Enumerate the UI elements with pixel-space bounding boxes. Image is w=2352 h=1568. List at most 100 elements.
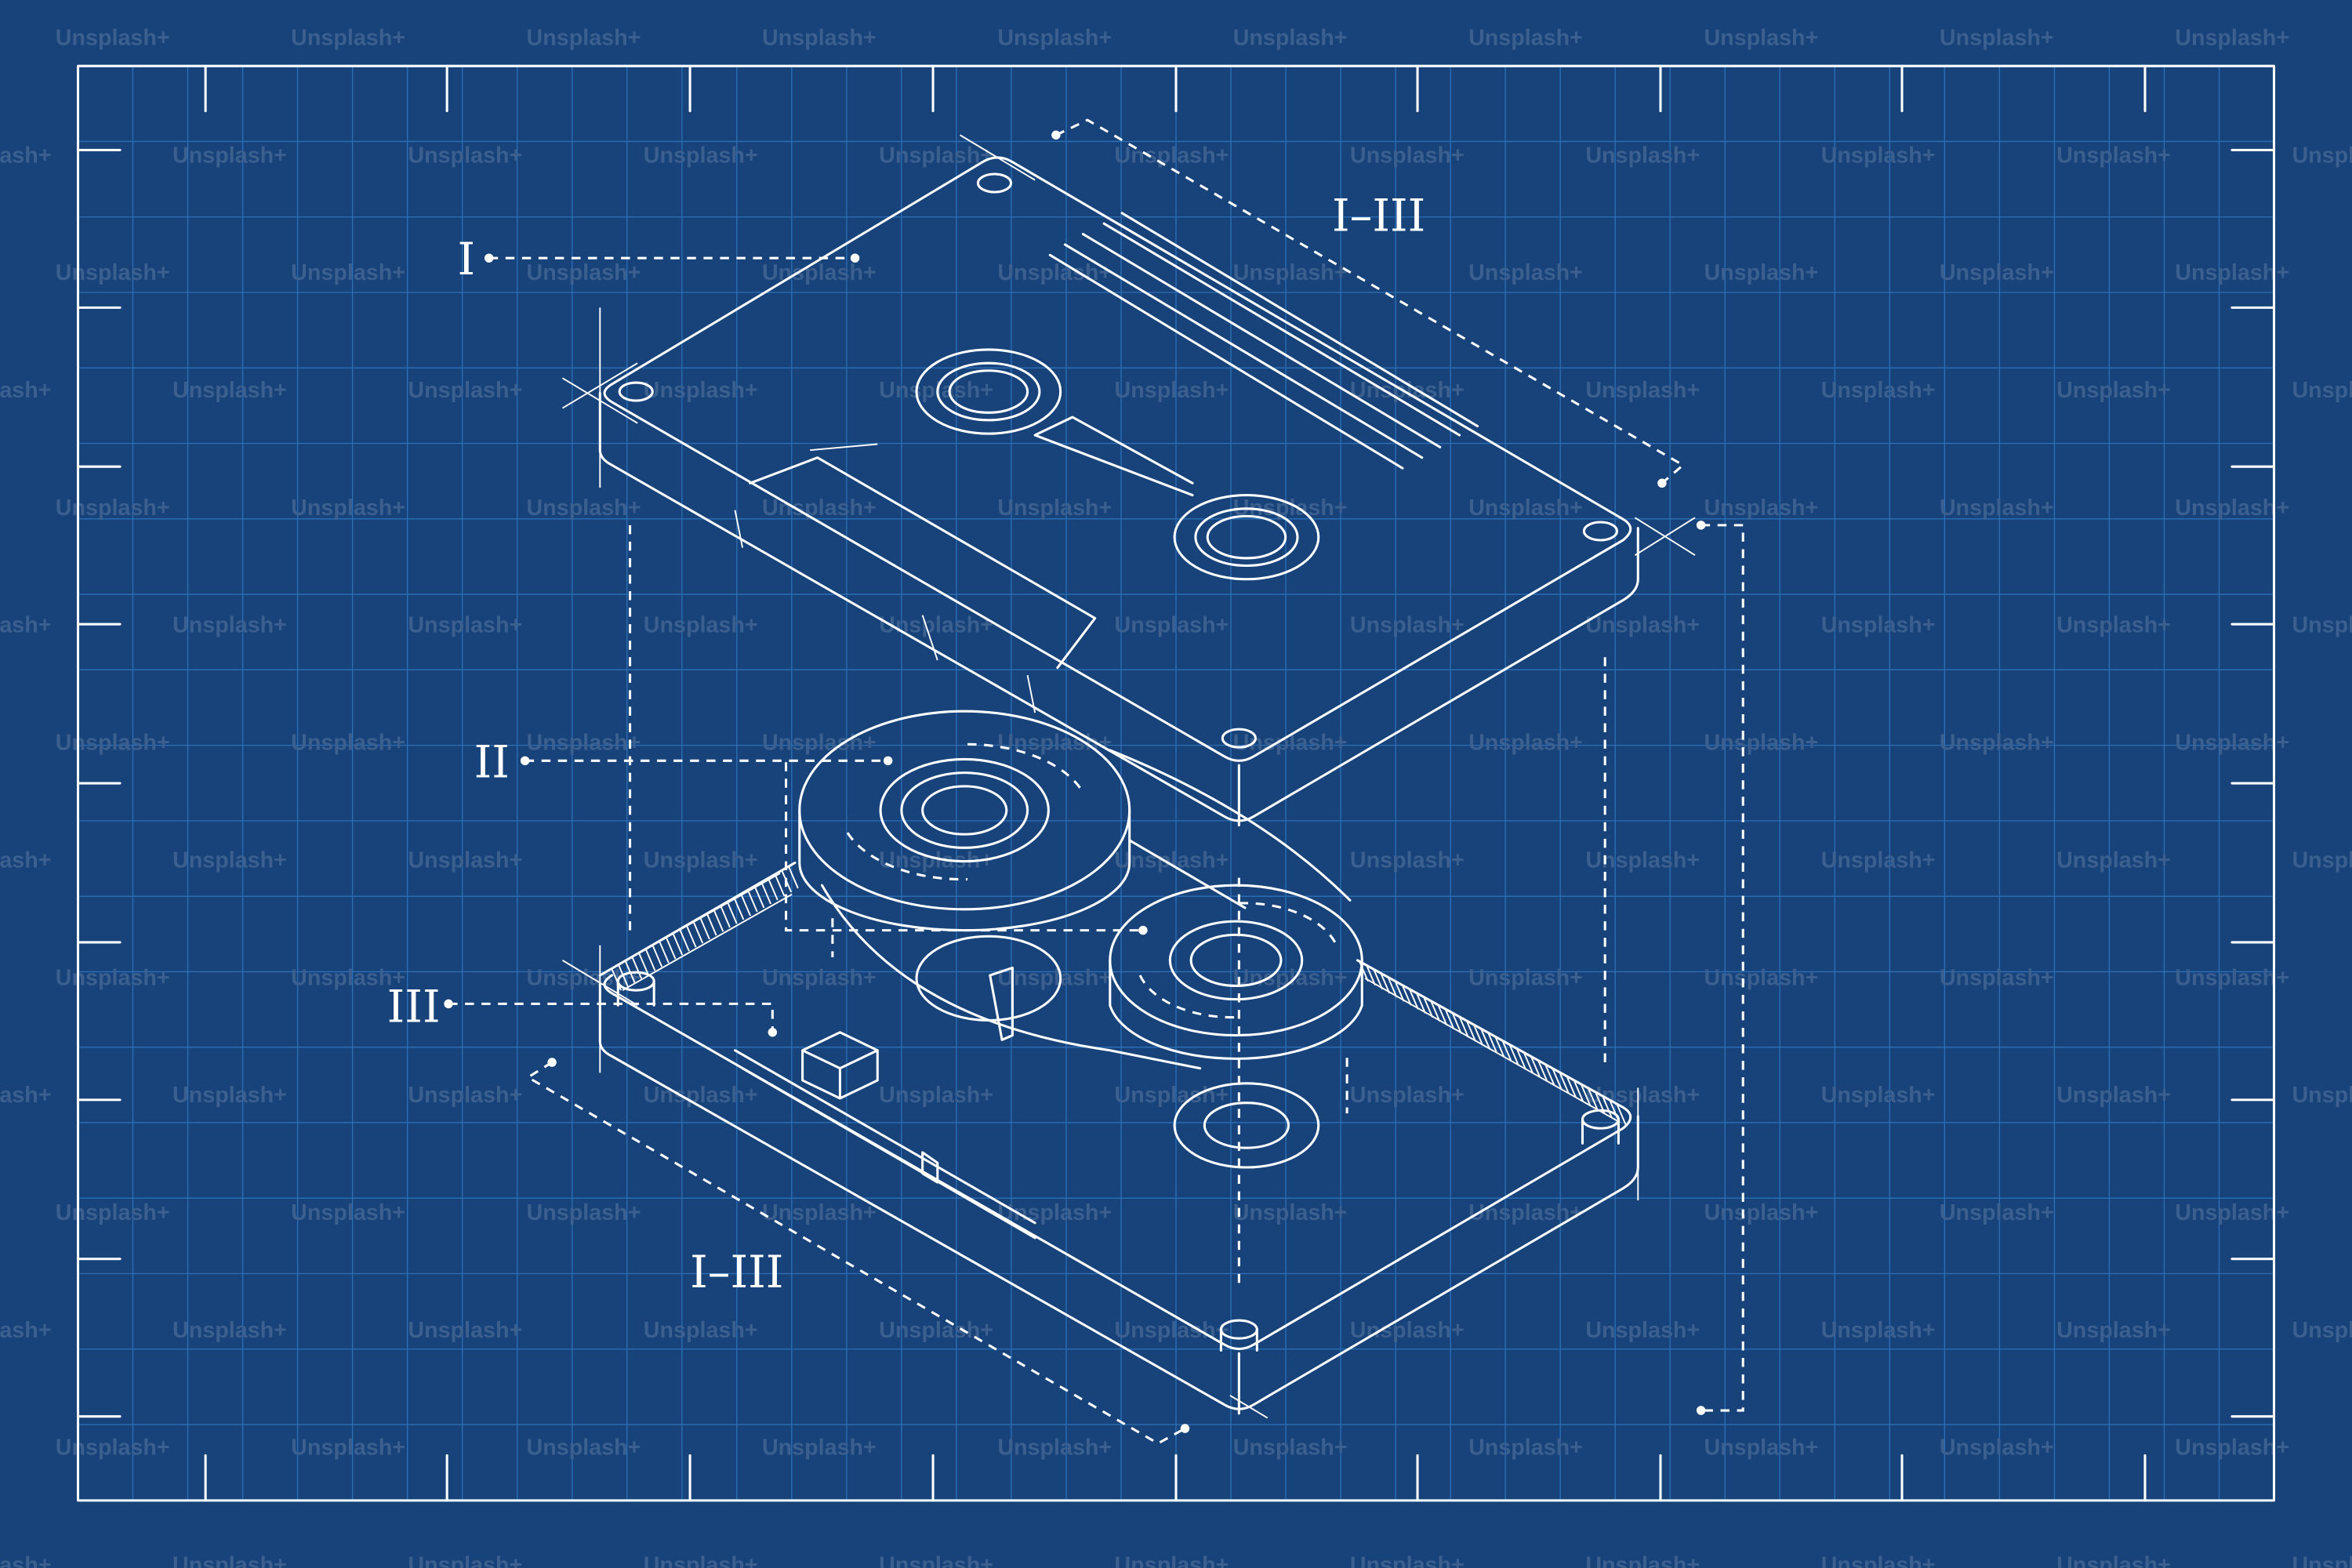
watermark-text: Unsplash+ [1940,25,2054,50]
watermark-text: Unsplash+ [1940,1436,2054,1461]
watermark-text: Unsplash+ [527,731,641,756]
watermark-text: Unsplash+ [408,378,522,403]
watermark-text: Unsplash+ [879,1553,993,1568]
watermark-text: Unsplash+ [1115,613,1229,638]
watermark-text: Unsplash+ [1704,1436,1818,1461]
frame-ticks [76,64,2276,1502]
hatch-line [638,953,649,975]
hatch-line [747,890,758,913]
watermark-text: Unsplash+ [762,1200,877,1225]
watermark-text: Unsplash+ [2292,143,2352,168]
watermark-text: Unsplash+ [2292,1553,2352,1568]
watermark-text: Unsplash+ [1468,1200,1583,1225]
hatch-line [686,925,697,948]
hatch-line [1523,1051,1534,1074]
hatch-line [699,917,710,940]
watermark-text: Unsplash+ [997,1436,1112,1461]
tape-reels [798,710,1363,1070]
hatch-line [1379,971,1391,994]
grid [78,66,2275,1501]
label-part-2: II [474,735,510,788]
watermark-text: Unsplash+ [1940,1200,2054,1225]
watermark-text: Unsplash+ [1704,495,1818,521]
leader-lines [444,118,1744,1445]
hatch-line [760,882,772,905]
watermark-text: Unsplash+ [1585,613,1700,638]
label-part-3: III [387,980,441,1033]
hatch-line [1429,1000,1441,1022]
watermark-text: Unsplash+ [1704,1200,1818,1225]
hatch-line [768,878,779,901]
watermark-text: Unsplash+ [2175,260,2289,285]
watermark-text: Unsplash+ [1585,143,1700,168]
hatch-line [1479,1028,1491,1050]
hatch-line [1544,1064,1555,1086]
watermark-text: Unsplash+ [1468,260,1583,285]
watermark-text: Unsplash+ [879,378,993,403]
watermark-text: Unsplash+ [172,143,287,168]
label-range-top: I–III [1332,190,1425,242]
watermark-text: Unsplash+ [1350,613,1465,638]
watermark-text: Unsplash+ [291,260,405,285]
watermark-text: Unsplash+ [1585,378,1700,403]
cassette-top-shell [561,134,1696,827]
hatch-line [611,968,622,991]
watermark-text: Unsplash+ [644,378,758,403]
watermark-text: Unsplash+ [762,260,877,285]
watermark-text: Unsplash+ [0,1318,51,1343]
watermark-text: Unsplash+ [0,613,51,638]
watermark-text: Unsplash+ [291,495,405,521]
watermark-text: Unsplash+ [1233,260,1348,285]
watermark-text: Unsplash+ [1468,1436,1583,1461]
hatch-line [1566,1076,1577,1098]
watermark-text: Unsplash+ [879,613,993,638]
watermark-text: Unsplash+ [762,965,877,990]
watermark-text: Unsplash+ [408,1083,522,1108]
watermark-text: Unsplash+ [2175,495,2289,521]
watermark-text: Unsplash+ [997,1200,1112,1225]
watermark-text: Unsplash+ [0,378,51,403]
watermark-text: Unsplash+ [2175,965,2289,990]
watermark-text: Unsplash+ [2056,848,2171,873]
watermark-text: Unsplash+ [56,495,170,521]
watermark-text: Unsplash+ [172,1553,287,1568]
watermark-text: Unsplash+ [997,965,1112,990]
hatch-line [1458,1015,1469,1038]
watermark-text: Unsplash+ [1350,1553,1465,1568]
watermark-text: Unsplash+ [2056,1083,2171,1108]
watermark-text: Unsplash+ [527,1200,641,1225]
watermark-text: Unsplash+ [2292,848,2352,873]
watermark-text: Unsplash+ [1350,848,1465,873]
watermark-text: Unsplash+ [172,613,287,638]
watermark-text: Unsplash+ [1233,1200,1348,1225]
watermark-text: Unsplash+ [2056,613,2171,638]
watermark-text: Unsplash+ [2056,1318,2171,1343]
hatch-line [652,945,663,967]
watermark-text: Unsplash+ [1468,25,1583,50]
hatch-line [1451,1011,1462,1034]
watermark-text: Unsplash+ [2175,731,2289,756]
hatch-line [666,937,677,960]
watermark-text: Unsplash+ [1115,1083,1229,1108]
watermark-text: Unsplash+ [1468,965,1583,990]
watermark-text: Unsplash+ [1468,731,1583,756]
watermark-text: Unsplash+ [527,25,641,50]
hatch-line [1444,1007,1455,1030]
watermark-text: Unsplash+ [56,965,170,990]
watermark-text: Unsplash+ [0,1553,51,1568]
watermark-text: Unsplash+ [56,731,170,756]
hatch-line [788,866,799,889]
watermark-text: Unsplash+ [1821,1083,1936,1108]
watermark-text: Unsplash+ [527,260,641,285]
watermark-text: Unsplash+ [408,1553,522,1568]
hatch-line [1437,1004,1448,1026]
hatch-line [1508,1044,1519,1066]
hatch-line [720,906,731,928]
watermark-text: Unsplash+ [1704,25,1818,50]
hatch-line [1394,980,1405,1002]
watermark-text: Unsplash+ [0,1083,51,1108]
hatch-line [1372,967,1384,990]
watermark-text: Unsplash+ [997,495,1112,521]
watermark-text: Unsplash+ [879,143,993,168]
watermark-text: Unsplash+ [1585,1318,1700,1343]
